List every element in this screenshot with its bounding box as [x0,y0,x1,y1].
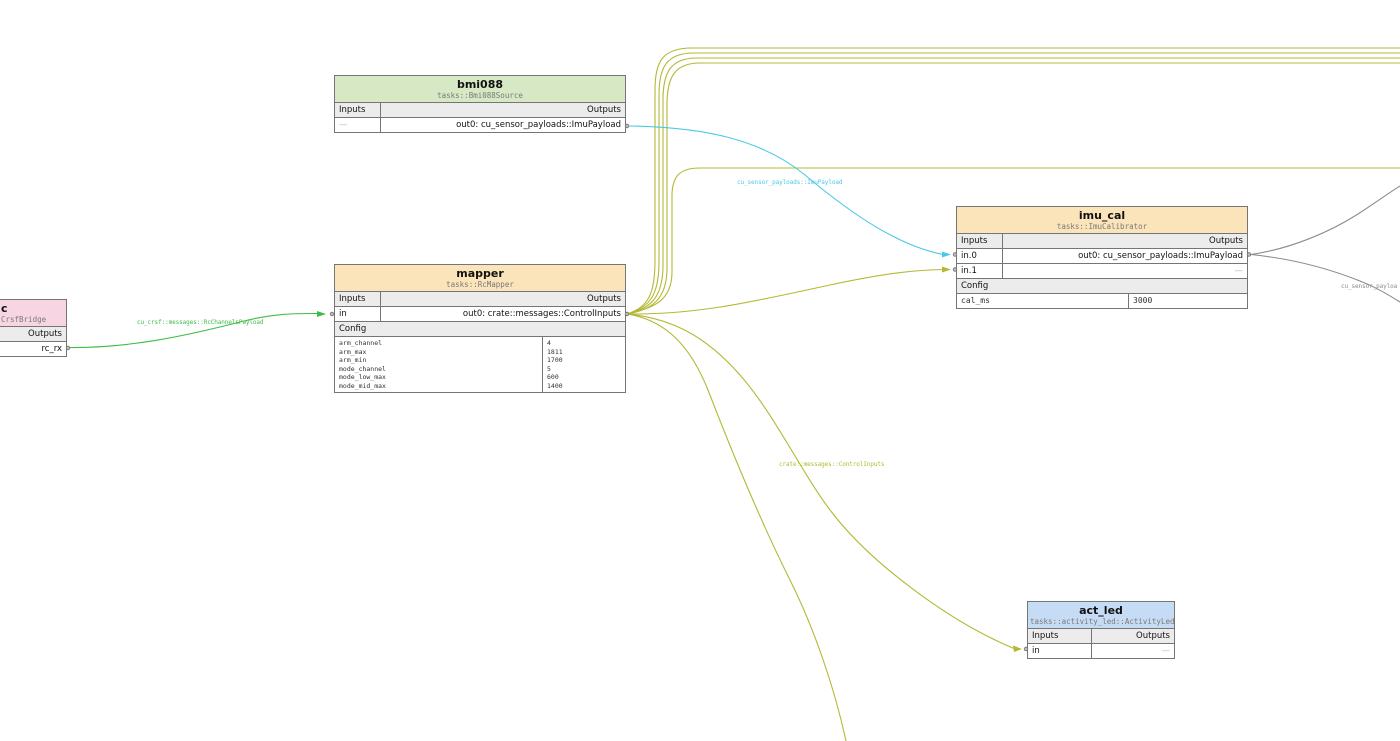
input-port-label: in [335,307,381,321]
io-header-row: Inputs Outputs [1028,629,1174,644]
arrowhead-act-led-in [1013,645,1022,652]
config-key: cal_ms [961,296,990,305]
input-port-label: — [335,118,381,132]
config-table: arm_channel arm_max arm_min mode_channel… [335,337,625,392]
edge-bmi088-to-imu-cal-in0 [628,125,944,256]
output-port-label: — [1161,646,1171,656]
edge-mapper-to-imu-cal-in1 [626,268,944,315]
node-subtitle: tasks::RcMapper [446,280,514,289]
input-port-label: in.0 [957,249,1003,263]
arrowhead-imu-cal-in0 [942,251,951,258]
node-subtitle: tasks::activity_led::ActivityLed [1030,617,1175,626]
edge-label-mapper-control-inputs: crate::messages::ControlInputs [779,461,885,468]
config-values: 3000 [1129,294,1247,308]
node-title: act_led [1079,604,1123,617]
config-header: Config [957,278,1247,294]
io-header-row: Outputs [0,327,66,342]
config-key: mode_channel [339,364,386,373]
config-key: arm_max [339,347,367,356]
node-mapper-header: mapper tasks::RcMapper [335,265,625,292]
arrowhead-mapper-in [317,311,326,317]
node-crsf-bridge: c CrsfBridge Outputs rc_rx [0,299,67,357]
node-imu-cal: imu_cal tasks::ImuCalibrator Inputs Outp… [956,206,1248,309]
edge-imu-cal-out-up [1250,185,1400,256]
node-title: mapper [456,267,504,280]
inputs-header: Inputs [335,292,381,306]
node-act-led-header: act_led tasks::activity_led::ActivityLed [1028,602,1175,629]
config-value: 1700 [547,356,563,364]
node-subtitle: tasks::ImuCalibrator [1056,222,1148,231]
config-value: 3000 [1133,296,1153,305]
io-header-row: Inputs Outputs [335,103,625,118]
config-keys: cal_ms [957,294,1129,308]
config-value: 600 [547,373,559,381]
io-row: in.1 — [957,264,1247,279]
io-row: in.0 out0: cu_sensor_payloads::ImuPayloa… [957,249,1247,264]
outputs-header: Outputs [587,105,621,115]
output-port-label: out0: crate::messages::ControlInputs [462,309,621,319]
node-subtitle: tasks::Bmi088Source [437,91,523,100]
io-row: — out0: cu_sensor_payloads::ImuPayload [335,118,625,132]
input-port-label: in [1028,644,1092,658]
edge-label-bmi088-to-imu-cal: cu_sensor_payloads::ImuPayload [737,179,843,186]
output-port-label: out0: cu_sensor_payloads::ImuPayload [1078,251,1243,261]
inputs-header: Inputs [335,103,381,117]
config-table: cal_ms 3000 [957,294,1247,308]
node-act-led: act_led tasks::activity_led::ActivityLed… [1027,601,1175,659]
io-row: in out0: crate::messages::ControlInputs [335,307,625,322]
io-header-row: Inputs Outputs [957,234,1247,249]
output-port-label: — [1234,266,1244,276]
config-value: 1811 [547,347,563,356]
config-keys: arm_channel arm_max arm_min mode_channel… [335,337,543,392]
inputs-header: Inputs [957,234,1003,248]
config-label: Config [961,281,989,291]
edge-label-crsf-to-mapper: cu_crsf::messages::RcChannelsPayload [137,319,264,326]
config-value: 4 [547,339,551,347]
node-mapper: mapper tasks::RcMapper Inputs Outputs in… [334,264,626,393]
arrowhead-imu-cal-in1 [942,266,951,273]
node-subtitle: CrsfBridge [1,315,47,324]
config-key: mode_low_max [339,373,386,381]
io-row: rc_rx [0,342,66,356]
edge-mapper-out-bottom [626,313,847,741]
outputs-header: Outputs [587,294,621,304]
io-row: in — [1028,644,1174,658]
node-title: c [1,302,8,315]
io-header-row: Inputs Outputs [335,292,625,307]
config-value: 1400 [547,381,563,390]
edge-mapper-to-act-led [626,313,1015,650]
config-key: arm_channel [339,339,383,347]
config-values: 4 1811 1700 5 600 1400 [543,337,625,392]
node-crsf-header: c CrsfBridge [0,300,66,327]
config-key: arm_min [339,356,367,364]
output-port-label: out0: cu_sensor_payloads::ImuPayload [456,120,621,130]
inputs-header: Inputs [1028,629,1092,643]
output-port-label: rc_rx [41,344,62,354]
outputs-header: Outputs [1209,236,1243,246]
node-bmi088-header: bmi088 tasks::Bmi088Source [335,76,625,103]
node-title: bmi088 [456,78,504,91]
config-label: Config [339,324,367,334]
edge-label-imu-cal-out: cu_sensor_payloa [1341,283,1398,290]
node-bmi088: bmi088 tasks::Bmi088Source Inputs Output… [334,75,626,133]
config-key: mode_mid_max [339,381,386,390]
outputs-header: Outputs [1136,631,1170,641]
input-port-label: in.1 [957,264,1003,278]
node-imu-cal-header: imu_cal tasks::ImuCalibrator [957,207,1247,234]
config-value: 5 [547,364,551,373]
outputs-header: Outputs [28,329,62,339]
edge-imu-cal-out-down [1250,253,1400,303]
config-header: Config [335,321,625,337]
node-title: imu_cal [1078,209,1126,222]
